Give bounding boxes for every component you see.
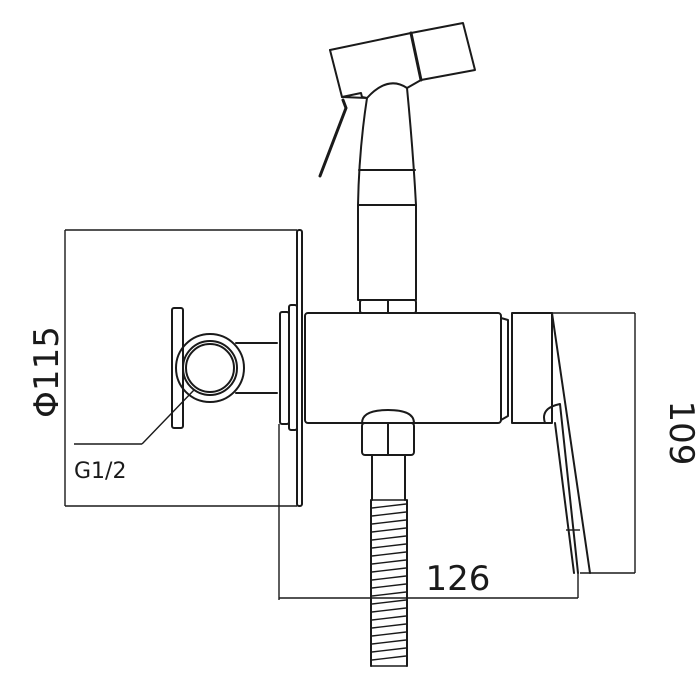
flange <box>278 304 298 600</box>
lever-handle <box>511 312 591 574</box>
thread-label: G1/2 <box>74 459 126 484</box>
height-label: 109 <box>661 401 700 466</box>
flexible-hose <box>370 499 408 667</box>
depth-label: 126 <box>426 559 491 599</box>
plate-diameter-dimension: Φ115 <box>27 229 297 507</box>
height-dimension: 109 <box>552 312 700 574</box>
mixer-body <box>304 312 509 424</box>
depth-dimension: 126 <box>279 559 579 599</box>
side-inlet: G1/2 <box>74 307 278 484</box>
bidet-sprayer <box>318 22 476 314</box>
plate-diameter-label: Φ115 <box>27 326 67 418</box>
hose-connection <box>361 409 415 501</box>
